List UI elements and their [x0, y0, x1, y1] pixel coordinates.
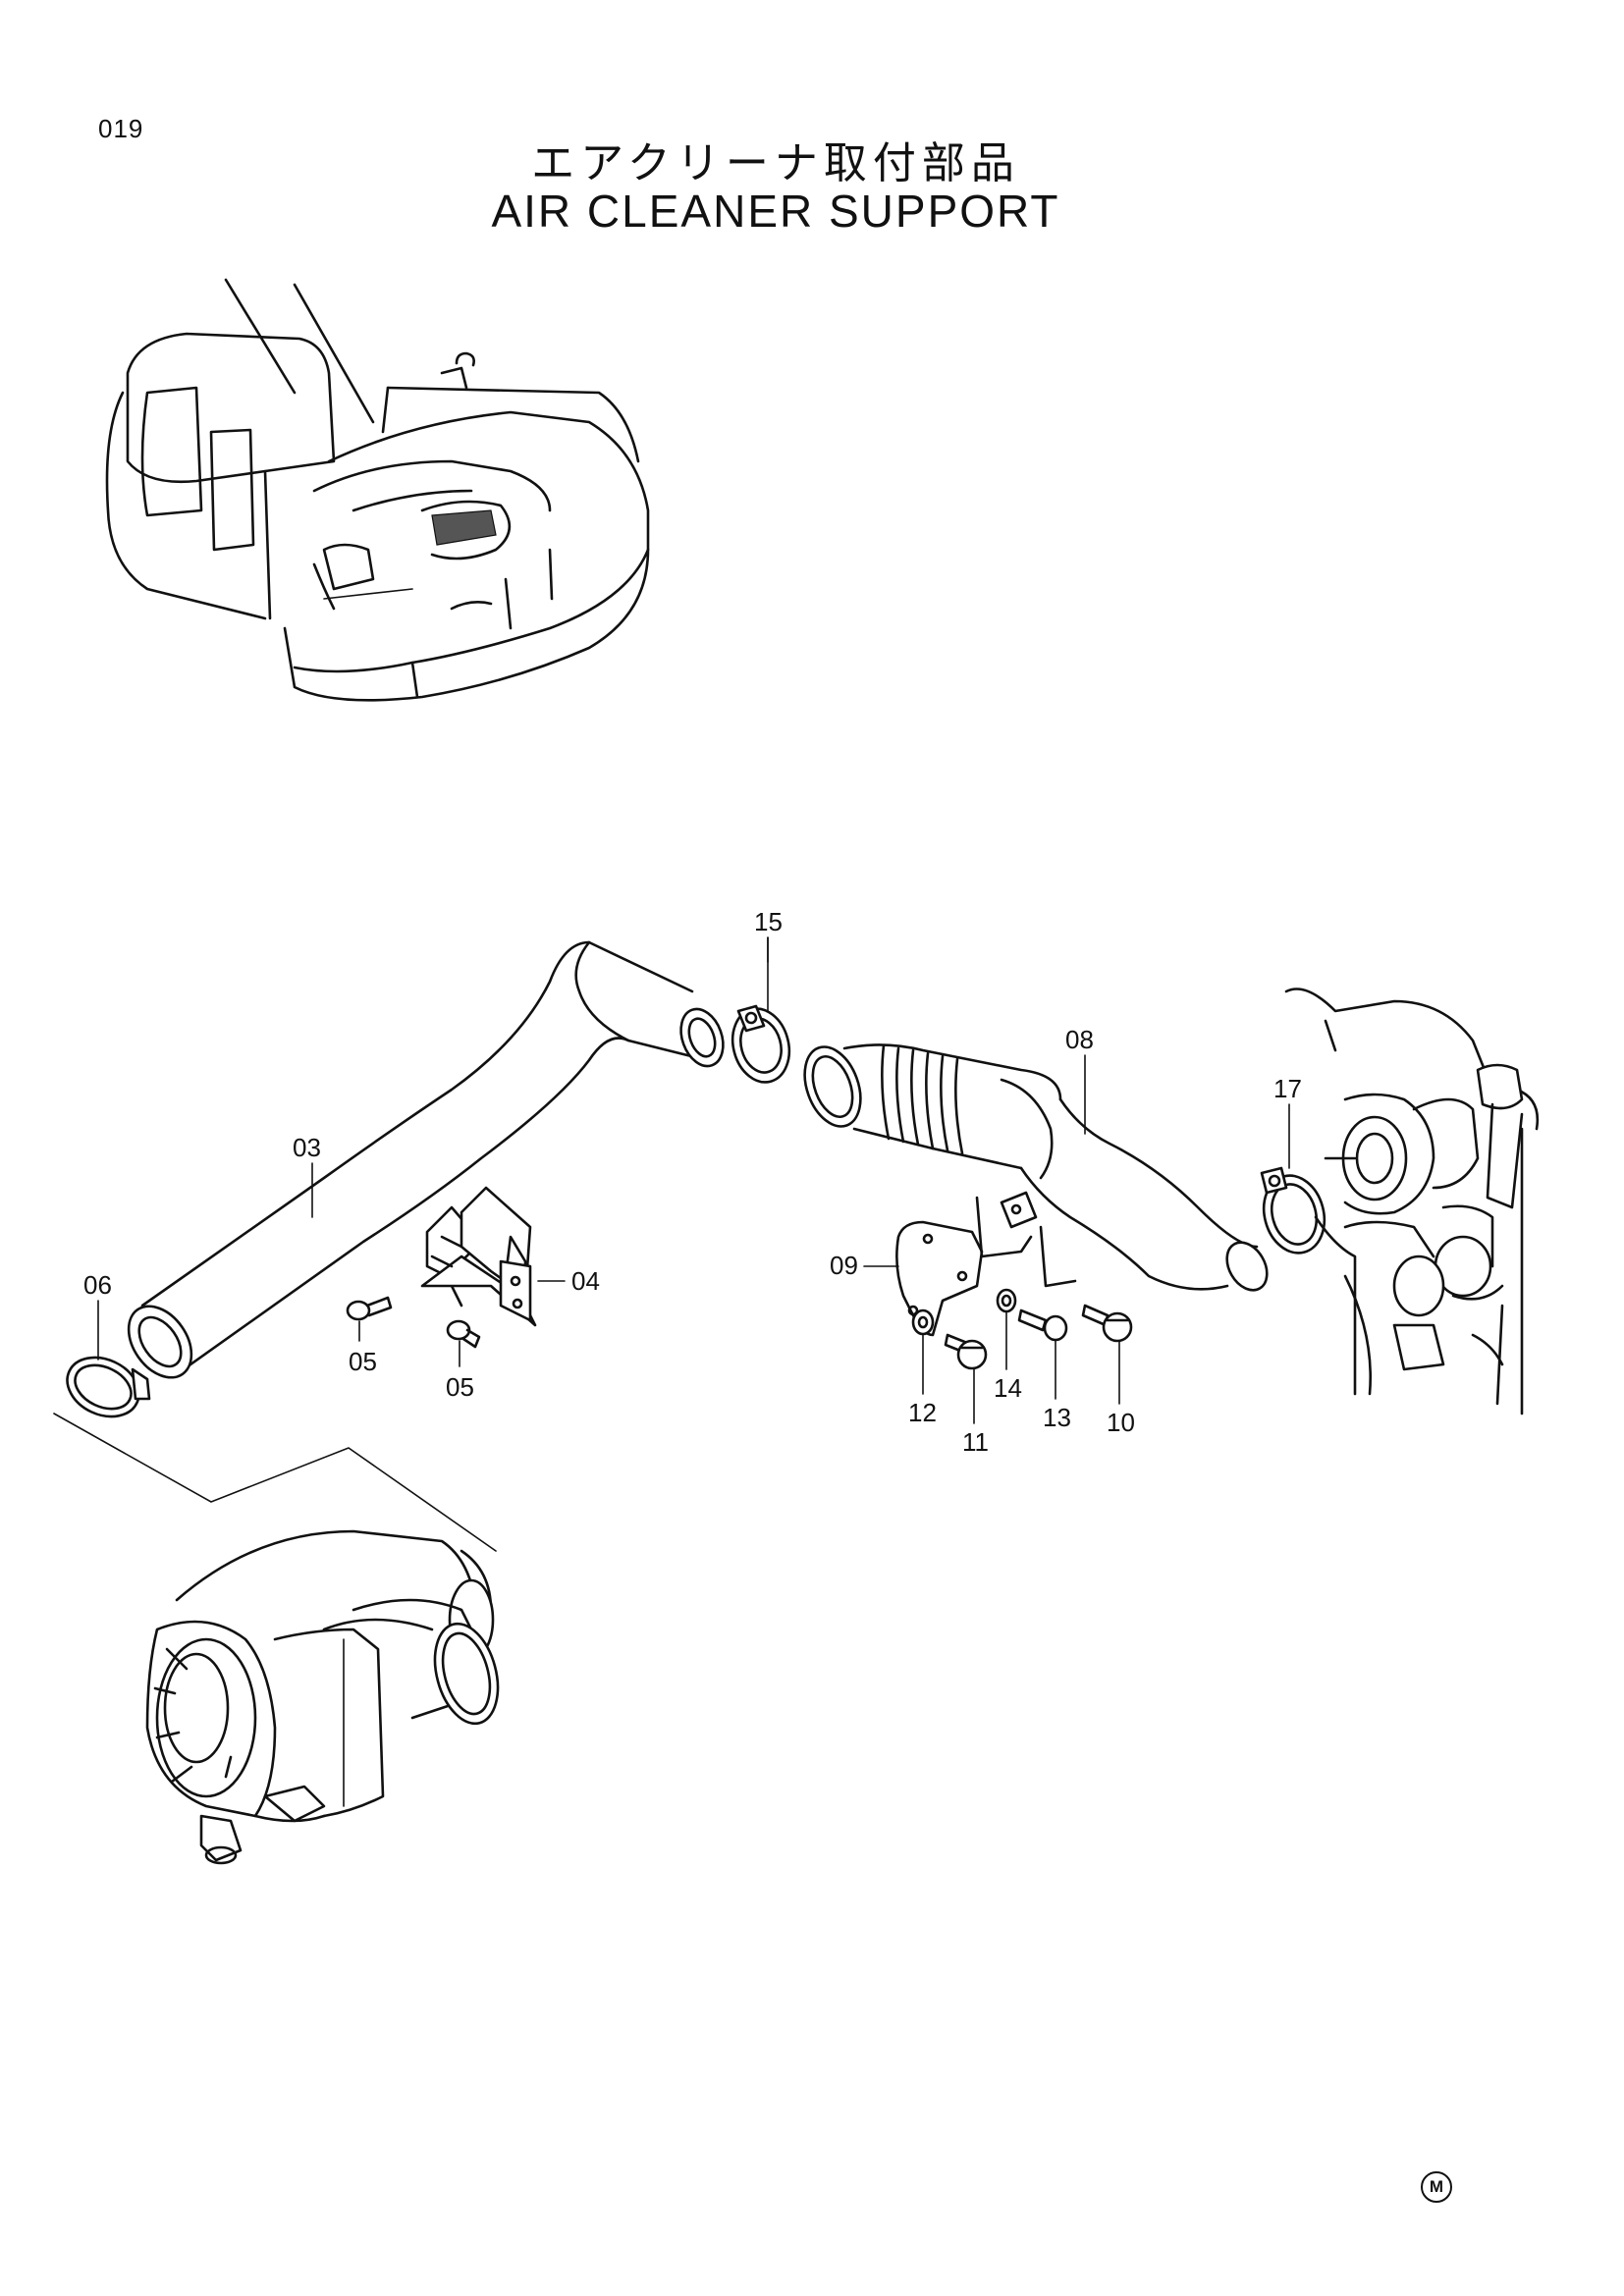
callout-13: 13	[1043, 1403, 1071, 1432]
callout-12: 12	[908, 1398, 937, 1427]
air-intake-hose-03	[127, 940, 725, 1379]
callout-03: 03	[293, 1133, 321, 1162]
bolt-11	[944, 1333, 988, 1424]
page-title-english: AIR CLEANER SUPPORT	[491, 186, 1060, 237]
air-intake-hose-08	[803, 1043, 1269, 1292]
callout-05-left: 05	[349, 1347, 377, 1376]
air-cleaner-assembly	[145, 1529, 500, 1865]
page-number: 019	[98, 114, 144, 143]
connection-guide-line	[53, 1413, 497, 1552]
callout-17: 17	[1273, 1074, 1302, 1103]
bolt-10	[1081, 1304, 1133, 1405]
callout-15: 15	[754, 907, 783, 936]
bolt-05-right	[446, 1319, 481, 1367]
manufacturer-mark: M	[1421, 2171, 1452, 2203]
excavator-overview-illustration	[105, 278, 650, 702]
bolt-13	[1017, 1308, 1068, 1400]
engine-turbocharger-illustration	[1284, 988, 1540, 1415]
washer-12	[911, 1308, 935, 1395]
washer-14	[996, 1288, 1017, 1370]
bracket-04	[420, 1186, 566, 1327]
callout-04: 04	[571, 1266, 600, 1296]
hose-clamp-15	[731, 936, 791, 1084]
callout-08: 08	[1065, 1025, 1094, 1054]
callout-14: 14	[994, 1373, 1022, 1403]
callout-09: 09	[830, 1251, 858, 1280]
callout-10: 10	[1107, 1408, 1135, 1437]
callout-11: 11	[962, 1427, 989, 1457]
callout-06: 06	[83, 1270, 112, 1300]
page-title-japanese: エアクリーナ取付部品	[531, 138, 1020, 188]
bolt-05-left	[346, 1296, 393, 1342]
callout-05-right: 05	[446, 1372, 474, 1402]
hose-clamp-17	[1260, 1103, 1326, 1255]
hose-clamp-06	[66, 1300, 151, 1418]
bracket-09	[863, 1191, 1077, 1337]
